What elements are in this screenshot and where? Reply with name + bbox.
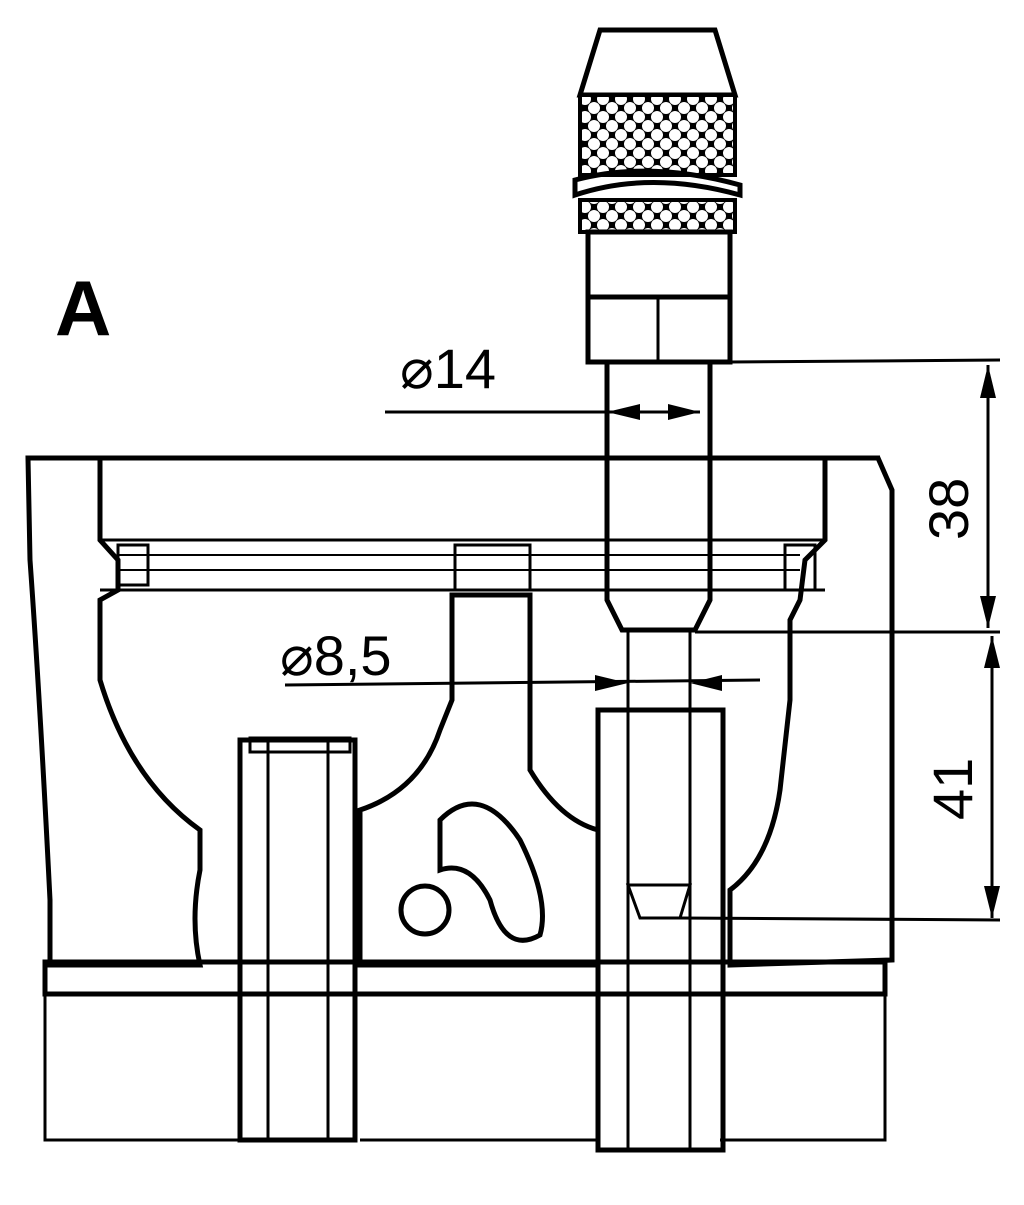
- central-web-section: [357, 592, 601, 968]
- arrowhead: [668, 404, 700, 420]
- arrowhead: [984, 886, 1000, 918]
- bore-diameter-label: ⌀8,5: [280, 624, 392, 687]
- lower-deck-section: [42, 959, 888, 997]
- right-valve-guide: [595, 707, 726, 1153]
- tool-pilot-tip: [625, 883, 693, 920]
- reamer-tool: [572, 27, 743, 920]
- flange-block-center: [453, 543, 532, 592]
- arrowhead: [690, 675, 722, 691]
- coolant-passage: [437, 801, 545, 943]
- coolant-hole: [398, 883, 452, 937]
- arrowhead: [984, 636, 1000, 668]
- tool-shank: [604, 359, 713, 633]
- arrowhead: [980, 596, 996, 628]
- shank-diameter-label: ⌀14: [400, 337, 496, 400]
- tool-break-gap: [572, 168, 743, 199]
- flange-block-right: [783, 543, 817, 592]
- upper-length-label: 38: [917, 478, 980, 540]
- head-bottom-outline: [43, 994, 887, 1142]
- right-wall-section: [727, 455, 895, 968]
- left-wall-section: [25, 455, 204, 968]
- flange-block-left: [116, 543, 150, 587]
- arrowhead: [607, 404, 640, 420]
- tool-body: [585, 229, 733, 300]
- left-valve-guide: [237, 736, 358, 1143]
- dimension-lines: [284, 358, 1001, 922]
- lower-length-label: 41: [921, 758, 984, 820]
- cylinder-head-section: [25, 455, 895, 1142]
- tool-knurl-lower: [578, 198, 737, 234]
- arrowhead: [980, 365, 996, 398]
- tool-knurl-upper: [578, 93, 737, 177]
- arrowhead: [595, 675, 628, 691]
- view-label: A: [55, 264, 111, 352]
- tool-cap: [576, 27, 739, 98]
- tool-pilot: [626, 628, 692, 887]
